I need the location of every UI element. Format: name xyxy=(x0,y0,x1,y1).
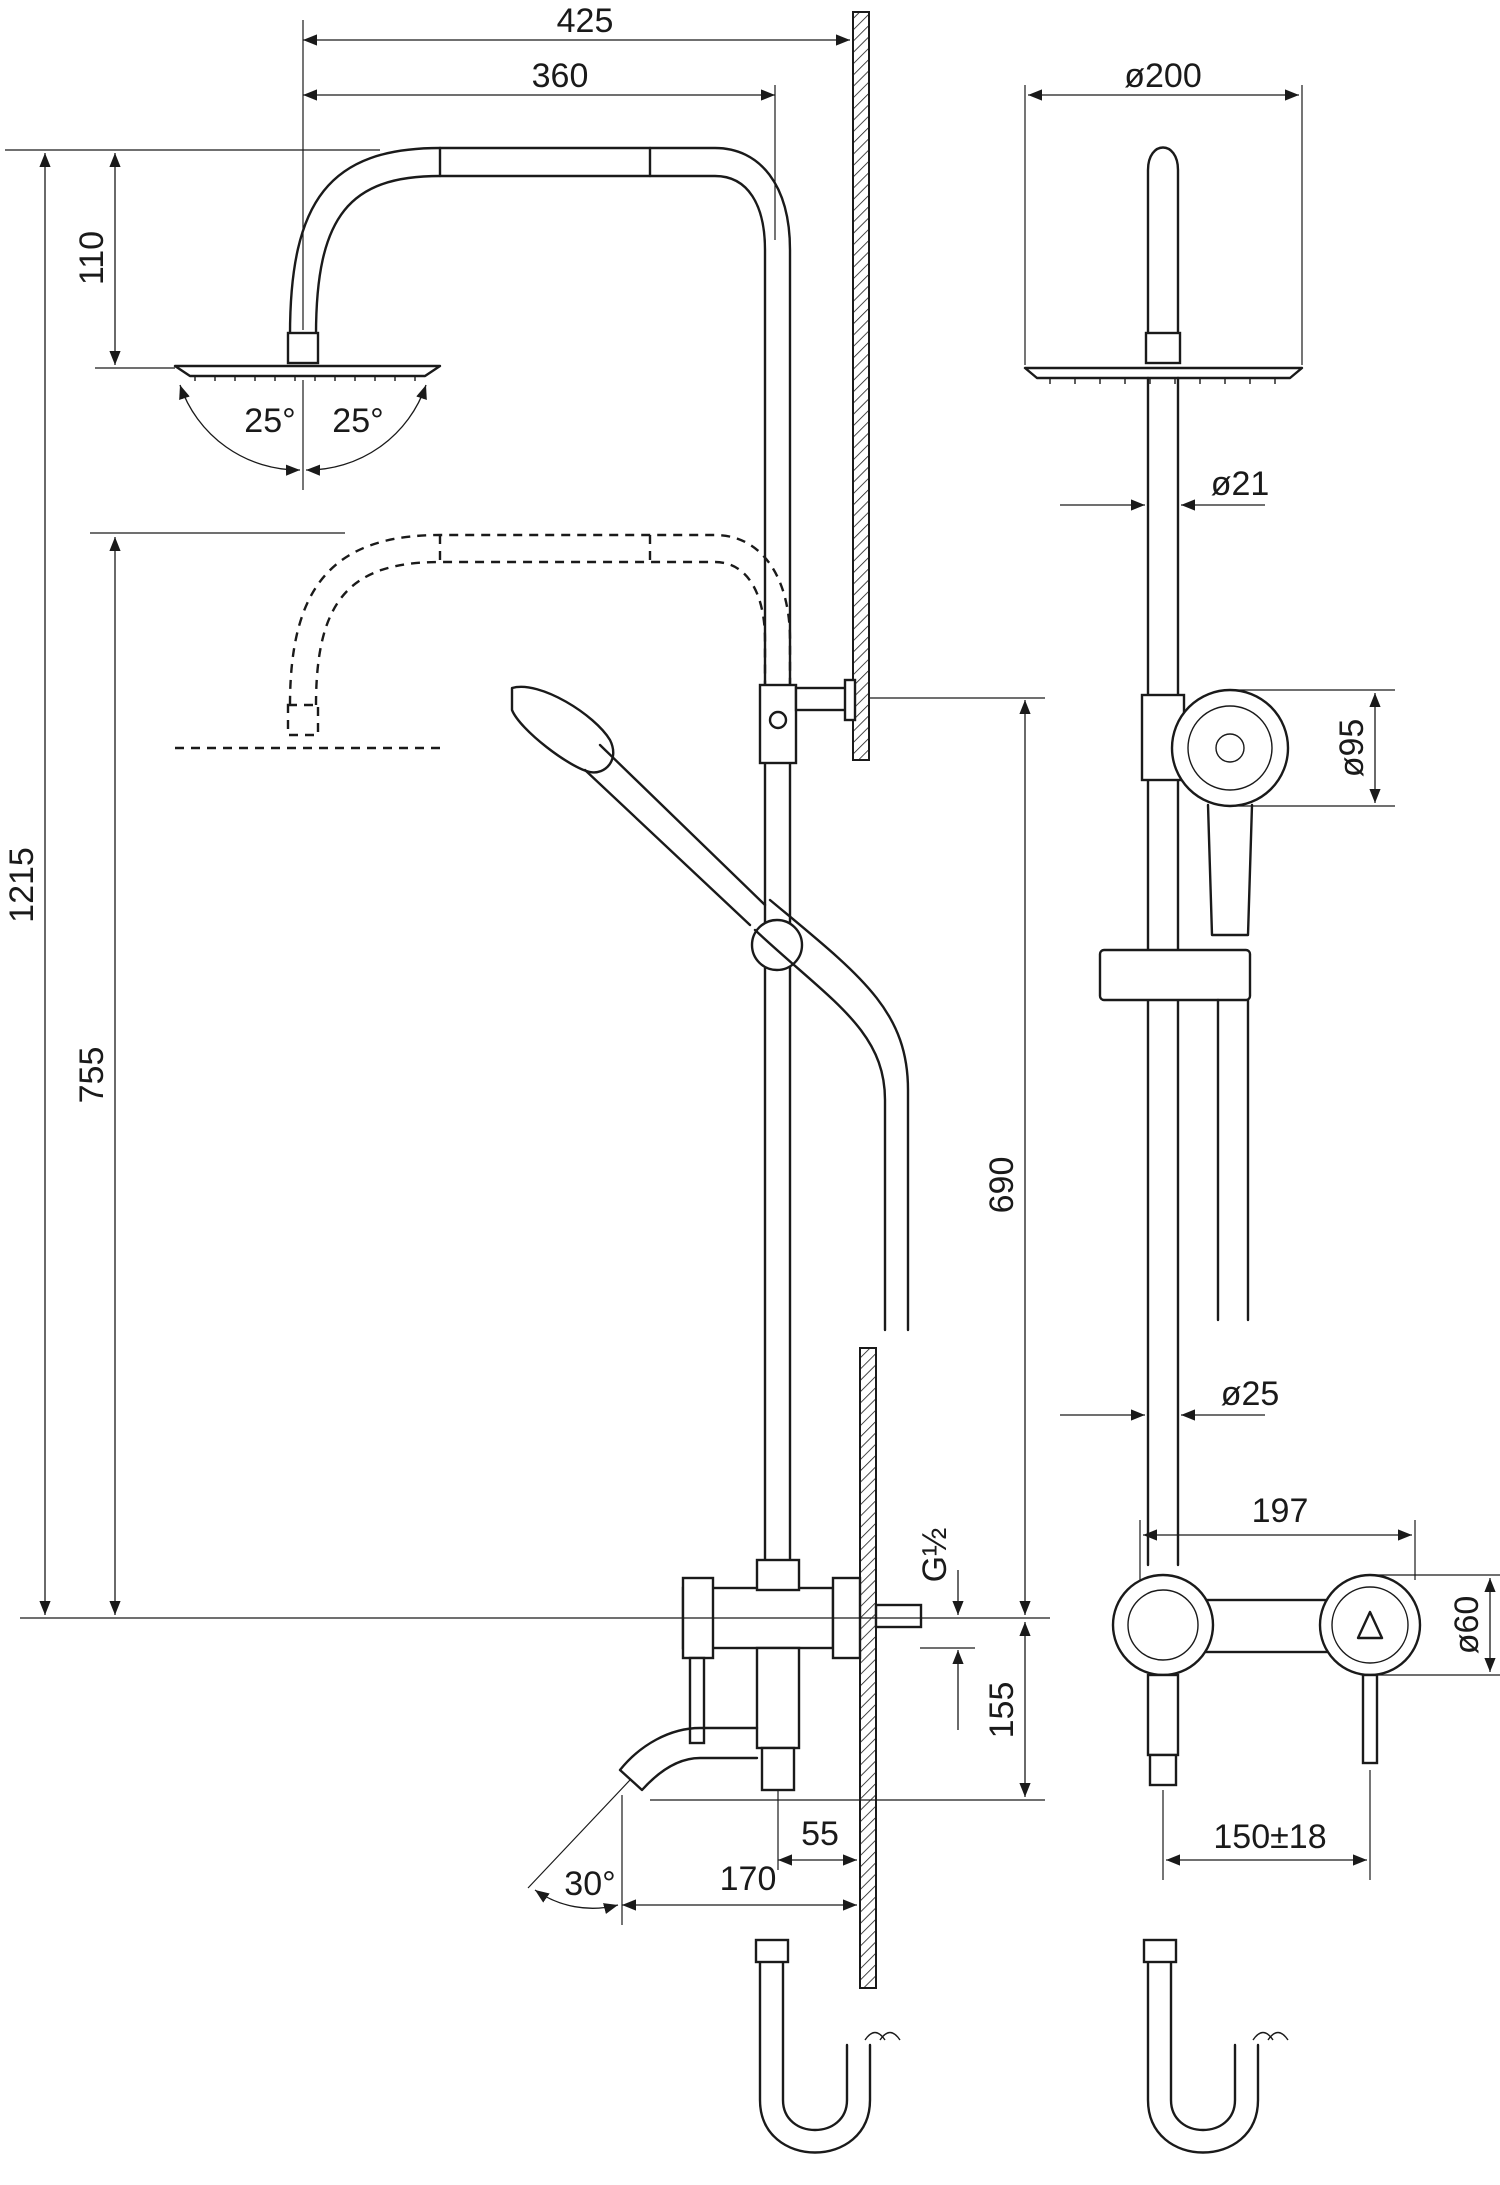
label-tilt-right: 25° xyxy=(332,402,383,440)
hose-outer xyxy=(753,928,887,1332)
label-centre-distance: 150±18 xyxy=(1213,1818,1326,1856)
label-total-width: 425 xyxy=(557,2,614,40)
bath-spout xyxy=(618,1726,759,1792)
mixer-diverter xyxy=(755,1646,801,1750)
hand-shower-holder xyxy=(750,918,804,972)
shower-arm-lowered-inner xyxy=(314,560,767,706)
side-view: 425 360 110 25° 25° 1215 755 690 G½ xyxy=(3,2,1050,2154)
hose-break-front xyxy=(1252,2031,1289,2041)
arc-spout-angle xyxy=(534,1889,619,1914)
front-hand-shower-centre xyxy=(1215,733,1245,763)
label-spout-angle: 30° xyxy=(564,1865,615,1903)
front-hand-shower-handle xyxy=(1206,803,1254,937)
rain-head-lowered xyxy=(175,703,440,750)
label-bottom-pipe-diameter: ø25 xyxy=(1221,1375,1280,1413)
ext-spout-axis xyxy=(527,1779,631,1889)
hose-loop-front-outer xyxy=(1146,1953,1260,2154)
hose-break-side xyxy=(864,2031,901,2041)
label-outlet-height: 155 xyxy=(983,1682,1021,1739)
front-rain-head-nozzles xyxy=(1049,378,1276,384)
front-arm-top xyxy=(1146,146,1180,337)
mixer-lever xyxy=(688,1656,706,1745)
label-mixer-width: 197 xyxy=(1252,1492,1309,1530)
front-spout-down xyxy=(1146,1673,1180,1757)
rain-head-nozzles xyxy=(194,376,416,381)
hose-inner xyxy=(768,898,910,1332)
front-head-connector xyxy=(1144,331,1182,365)
hand-shower-handle xyxy=(583,743,767,927)
label-spout-reach: 170 xyxy=(720,1860,777,1898)
front-hand-shower-ring xyxy=(1187,705,1273,791)
front-slide-holder xyxy=(1098,948,1252,1002)
label-spout-offset: 55 xyxy=(801,1815,839,1853)
brand-logo-icon xyxy=(1356,1610,1384,1640)
front-view: ø200 ø21 ø95 ø25 197 ø60 150±18 xyxy=(1023,57,1500,2154)
label-tilt-left: 25° xyxy=(244,402,295,440)
shower-arm-inner xyxy=(314,174,767,687)
label-head-drop: 110 xyxy=(73,231,111,285)
front-hand-shower-head xyxy=(1170,688,1290,808)
hose-loop-side-nut xyxy=(754,1938,790,1964)
head-connector xyxy=(286,331,320,365)
label-bracket-height: 690 xyxy=(983,1157,1021,1214)
label-hand-shower-diameter: ø95 xyxy=(1333,719,1371,778)
mixer-wall-connector xyxy=(874,1603,923,1629)
front-mixer-right-knob xyxy=(1318,1573,1422,1677)
arc-tilt-right xyxy=(305,384,427,476)
front-mixer-right-knob-inner xyxy=(1331,1586,1409,1664)
front-mixer-lever xyxy=(1361,1673,1379,1765)
label-knob-diameter: ø60 xyxy=(1448,1596,1486,1655)
mixer-diverter-cap xyxy=(760,1746,796,1792)
shower-arm-lowered-outer xyxy=(288,533,792,706)
hand-shower-head xyxy=(510,685,615,774)
front-rain-head xyxy=(1023,366,1304,380)
arc-tilt-left xyxy=(179,384,301,476)
hose-loop-side-outer xyxy=(758,1953,872,2154)
label-head-diameter: ø200 xyxy=(1124,57,1202,95)
wall-bracket-plate xyxy=(843,678,857,722)
wall-lower xyxy=(859,1347,877,1989)
label-lower-height: 755 xyxy=(73,1047,111,1104)
label-top-pipe-diameter: ø21 xyxy=(1211,465,1270,503)
wall-upper xyxy=(852,11,870,761)
hose-loop-front-inner xyxy=(1169,1953,1237,2132)
shower-arm-outer xyxy=(288,146,792,687)
bracket-screw xyxy=(768,710,788,730)
front-spout-tip xyxy=(1148,1753,1178,1787)
label-total-height: 1215 xyxy=(3,847,41,923)
label-connection-thread: G½ xyxy=(916,1528,954,1583)
label-arm-reach: 360 xyxy=(532,57,589,95)
hose-loop-front-nut xyxy=(1142,1938,1178,1964)
wall-bracket-arm xyxy=(794,686,848,712)
mixer-riser-coupling xyxy=(755,1558,801,1592)
front-mixer-left-knob-inner xyxy=(1127,1589,1199,1661)
hose-loop-side-inner xyxy=(781,1953,849,2132)
rain-head-plate xyxy=(173,364,442,378)
